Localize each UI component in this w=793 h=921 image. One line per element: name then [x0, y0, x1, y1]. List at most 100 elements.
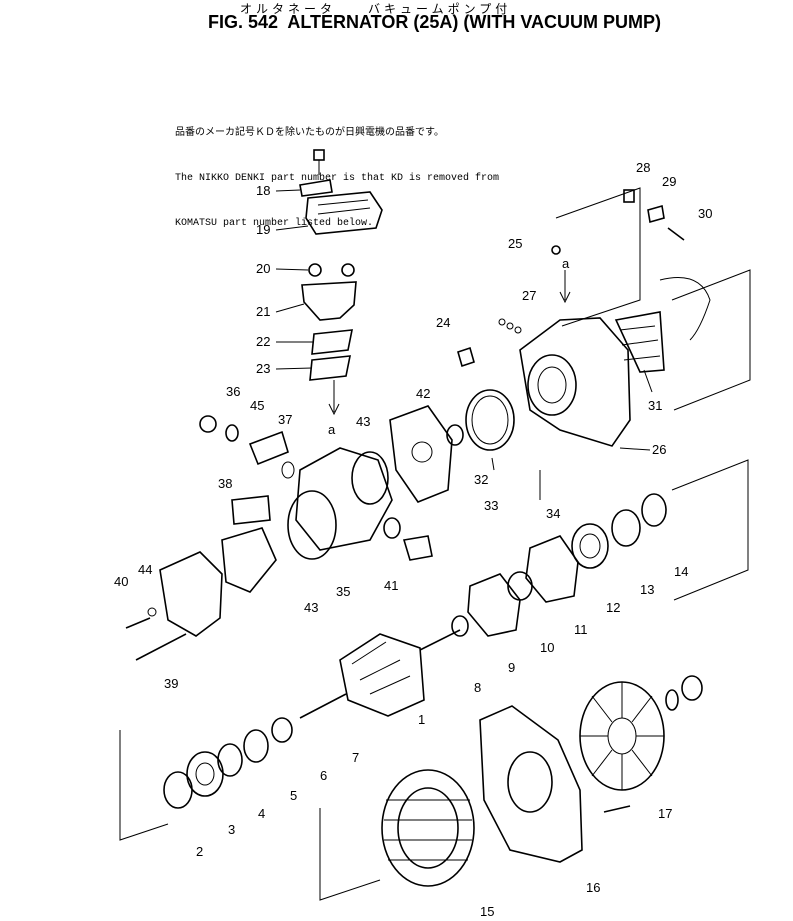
label-22: 22 — [256, 334, 270, 349]
part-22-plate — [311, 329, 353, 355]
front-housing-group — [381, 675, 703, 887]
label-1: 1 — [418, 712, 425, 727]
part-14-washer — [641, 493, 667, 527]
label-37: 37 — [278, 412, 292, 427]
label-23: 23 — [256, 361, 270, 376]
part-43-o-ring-2 — [351, 451, 389, 505]
part-41-seal — [383, 517, 401, 539]
label-28: 28 — [636, 160, 650, 175]
part-rotor-pump — [221, 527, 277, 593]
housing-bore-inner — [537, 366, 567, 404]
part-cover-pump — [159, 551, 223, 637]
leader-21 — [275, 303, 305, 313]
front-bearing-group — [163, 717, 293, 809]
part-37-shaft — [248, 430, 289, 466]
leader-31 — [643, 369, 653, 393]
part-32-gasket — [465, 389, 515, 451]
regulator-group — [299, 149, 383, 416]
part-35-pump-housing — [295, 447, 393, 551]
stator-laminations — [384, 799, 472, 861]
label-21: 21 — [256, 304, 270, 319]
label-31: 31 — [648, 398, 662, 413]
fan-nut — [681, 675, 703, 701]
leader-26 — [619, 447, 651, 451]
label-34: 34 — [546, 506, 560, 521]
note-line-jp: 品番のメーカ記号ＫＤを除いたものが日興電機の品番です。 — [175, 128, 444, 139]
part-27-ball-3 — [498, 318, 506, 326]
label-18: 18 — [256, 183, 270, 198]
label-13: 13 — [640, 582, 654, 597]
part-30-hose — [659, 277, 711, 341]
label-41: 41 — [384, 578, 398, 593]
figure-title: FIG. 542 ALTERNATOR (25A) (WITH VACUUM P… — [208, 12, 662, 32]
label-42: 42 — [416, 386, 430, 401]
reference-brackets — [119, 187, 751, 901]
label-10: 10 — [540, 640, 554, 655]
label-43-lower: 43 — [304, 600, 318, 615]
rotor-poles — [351, 641, 411, 695]
bracket-2-6 — [119, 730, 169, 841]
part-8-spacer — [451, 615, 469, 637]
part-30-screw — [667, 227, 685, 241]
part-11-retainer — [525, 535, 579, 603]
label-6: 6 — [320, 768, 327, 783]
stator-inner — [397, 787, 459, 869]
label-30: 30 — [698, 206, 712, 221]
part-6-collar — [271, 717, 293, 743]
part-16-front-housing — [479, 705, 583, 863]
label-39: 39 — [164, 676, 178, 691]
note-line-2: KOMATSU part number listed below. — [175, 218, 374, 229]
label-26: 26 — [652, 442, 666, 457]
label-16: 16 — [586, 880, 600, 895]
part-15-stator — [381, 769, 475, 887]
regulator-fins — [317, 199, 371, 215]
shaft-rear — [419, 629, 461, 651]
fan-blades — [580, 682, 664, 790]
housing-bolt — [603, 805, 631, 813]
part-20-washer-right — [341, 263, 355, 277]
front-housing-bore — [507, 751, 553, 813]
label-7: 7 — [352, 750, 359, 765]
part-4-washer — [217, 743, 243, 777]
bracket-28-30 — [555, 187, 641, 327]
part-12-bearing — [571, 523, 609, 569]
label-3: 3 — [228, 822, 235, 837]
part-41-plug — [402, 535, 433, 561]
pump-group — [125, 389, 515, 661]
leader-lines — [275, 189, 653, 500]
bearing-inner — [579, 533, 601, 559]
rotor-group — [299, 493, 667, 719]
label-4: 4 — [258, 806, 265, 821]
part-9-bearing-cover — [467, 573, 521, 637]
leader-19 — [275, 225, 309, 231]
part-27-ball-2 — [514, 326, 522, 334]
label-5: 5 — [290, 788, 297, 803]
part-36-nut — [199, 415, 217, 433]
part-5-washer — [243, 729, 269, 763]
part-21-holder — [301, 281, 357, 321]
part-10-ring — [507, 571, 533, 601]
part-screw-top — [313, 149, 325, 161]
leader-18 — [275, 189, 301, 192]
part-20-washer-left — [308, 263, 322, 277]
arrow-head-2 — [559, 291, 571, 304]
part-number-note: 品番のメーカ記号ＫＤを除いたものが日興電機の品番です。 The NIKKO DE… — [175, 96, 499, 246]
housing-bore — [527, 354, 577, 416]
label-8: 8 — [474, 680, 481, 695]
part-39-bolt — [135, 633, 187, 661]
label-36: 36 — [226, 384, 240, 399]
bracket-15 — [319, 808, 381, 901]
gasket-inner — [471, 395, 509, 445]
part-24-bracket — [457, 346, 475, 368]
leader-23 — [275, 367, 313, 370]
part-43-end-plate — [389, 405, 453, 503]
part-17-fan — [579, 681, 665, 791]
part-19-regulator — [305, 191, 383, 235]
label-33: 33 — [484, 498, 498, 513]
label-14: 14 — [674, 564, 688, 579]
leader-32 — [491, 457, 495, 471]
label-44: 44 — [138, 562, 152, 577]
label-2: 2 — [196, 844, 203, 859]
part-38-vane — [231, 495, 271, 525]
part-44-washer — [147, 607, 157, 617]
